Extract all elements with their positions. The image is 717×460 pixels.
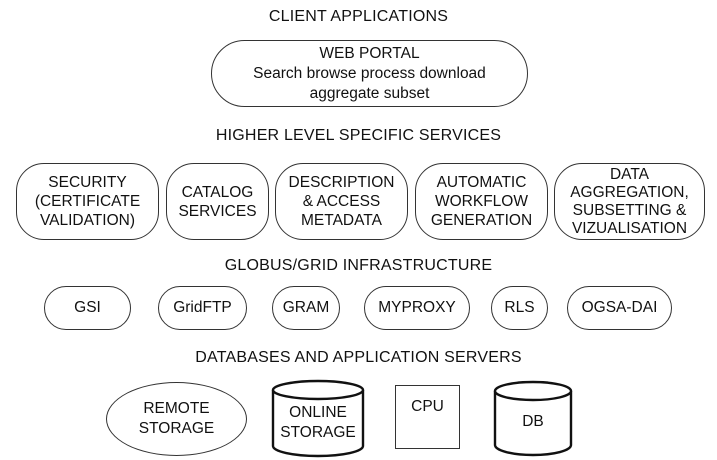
web-portal-line2: aggregate subset [309, 84, 430, 102]
infra-rls-label: RLS [504, 299, 535, 316]
service-description-label: DESCRIPTION & ACCESS METADATA [288, 174, 395, 229]
infra-gram: GRAM [272, 286, 340, 330]
web-portal-box: WEB PORTAL Search browse process downloa… [211, 40, 528, 107]
section-globus-grid-infrastructure: GLOBUS/GRID INFRASTRUCTURE [224, 257, 493, 274]
web-portal-title: WEB PORTAL [319, 44, 420, 62]
db-cylinder-icon [493, 380, 573, 457]
web-portal-line1: Search browse process download [253, 64, 486, 82]
infra-myproxy: MYPROXY [364, 286, 470, 330]
section-databases-app-servers: DATABASES AND APPLICATION SERVERS [195, 349, 522, 366]
infra-gridftp: GridFTP [158, 286, 247, 330]
infra-myproxy-label: MYPROXY [378, 299, 456, 316]
online-storage-cylinder-icon [271, 379, 365, 458]
cpu-label: CPU [411, 398, 444, 415]
service-workflow-generation: AUTOMATIC WORKFLOW GENERATION [415, 163, 548, 240]
cpu-box: CPU [395, 385, 460, 449]
section-client-applications: CLIENT APPLICATIONS [268, 8, 449, 25]
infra-ogsa-dai: OGSA-DAI [567, 286, 672, 330]
service-workflow-label: AUTOMATIC WORKFLOW GENERATION [430, 174, 533, 229]
infra-gram-label: GRAM [282, 299, 330, 316]
infra-rls: RLS [491, 286, 548, 330]
remote-storage-label: REMOTE STORAGE [138, 400, 215, 437]
service-security-label: SECURITY (CERTIFICATE VALIDATION) [34, 174, 141, 229]
db-label: DB [522, 413, 544, 430]
service-data-aggregation: DATA AGGREGATION, SUBSETTING & VIZUALISA… [554, 163, 705, 240]
remote-storage: REMOTE STORAGE [106, 382, 247, 456]
service-security: SECURITY (CERTIFICATE VALIDATION) [16, 163, 159, 240]
service-aggregation-label: DATA AGGREGATION, SUBSETTING & VIZUALISA… [570, 165, 689, 237]
service-description-metadata: DESCRIPTION & ACCESS METADATA [275, 163, 408, 240]
infra-ogsa-dai-label: OGSA-DAI [581, 299, 658, 316]
infra-gridftp-label: GridFTP [173, 299, 232, 316]
service-catalog-label: CATALOG SERVICES [178, 183, 257, 220]
service-catalog: CATALOG SERVICES [166, 163, 269, 240]
infra-gsi: GSI [44, 286, 131, 330]
infra-gsi-label: GSI [74, 299, 101, 316]
section-higher-level-services: HIGHER LEVEL SPECIFIC SERVICES [215, 127, 502, 144]
online-storage-label: ONLINE STORAGE [280, 404, 356, 441]
